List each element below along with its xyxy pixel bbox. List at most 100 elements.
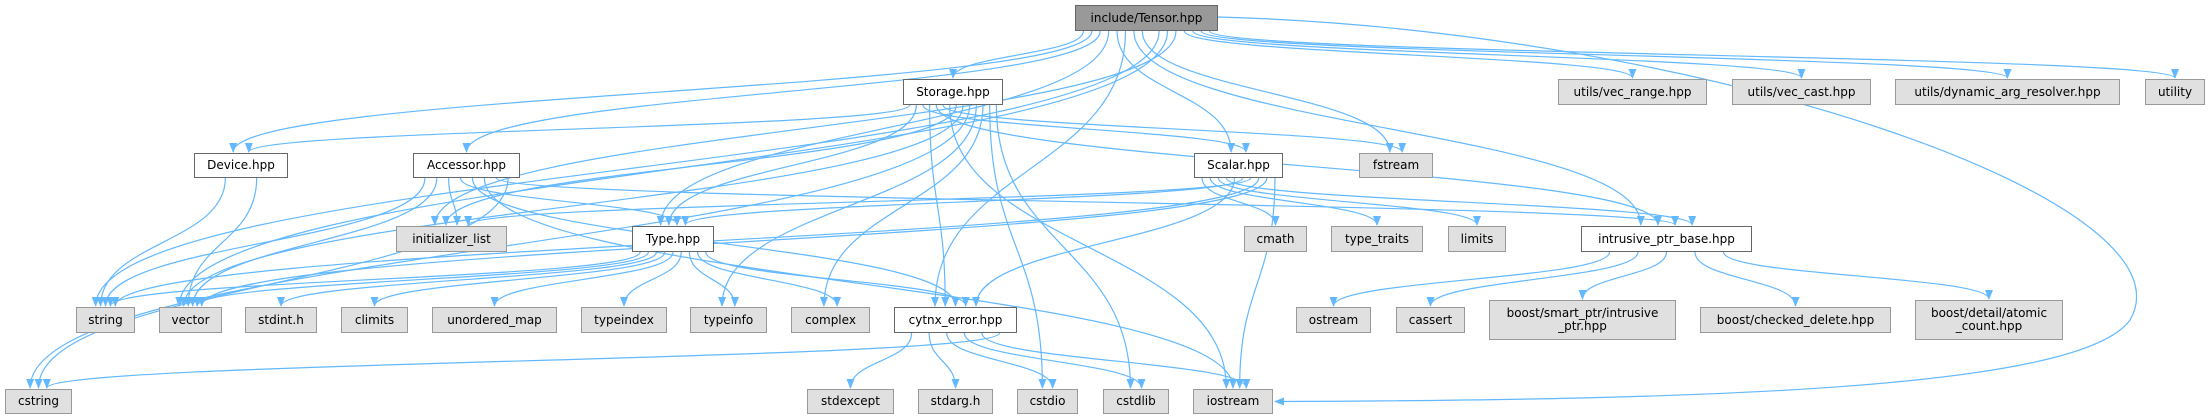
edge-type-to-typeindex	[620, 251, 682, 307]
edge-intrusive-to-atomic-count	[1722, 251, 1993, 300]
edge-intrusive-to-cassert	[1426, 251, 1639, 307]
edge-tensor-to-cytnx-error	[931, 30, 1127, 307]
edge-tensor-to-utility	[1208, 30, 2179, 79]
edge-storage-to-complex	[819, 104, 984, 307]
edge-storage-to-scalar	[922, 104, 1250, 153]
edge-storage-to-type	[664, 104, 917, 226]
node-cmath: cmath	[1244, 226, 1307, 252]
edge-tensor-to-vec-cast	[1192, 30, 1806, 79]
edge-accessor-to-intrusive	[495, 177, 1679, 226]
node-storage[interactable]: Storage.hpp	[903, 79, 1003, 105]
edge-scalar-to-init-list	[464, 177, 1252, 226]
edge-tensor-to-intrusive	[1133, 30, 1645, 226]
node-dyn-arg: utils/dynamic_arg_resolver.hpp	[1895, 79, 2120, 105]
edge-type-to-vector	[193, 251, 649, 307]
node-cytnx-error[interactable]: cytnx_error.hpp	[894, 307, 1017, 333]
edge-scalar-to-intrusive	[1225, 177, 1696, 226]
edge-storage-to-vector	[179, 104, 964, 307]
edge-cytnx-error-to-stdexcept	[846, 332, 913, 389]
node-utility: utility	[2145, 79, 2205, 105]
edge-accessor-to-type	[459, 177, 682, 226]
node-iostream: iostream	[1193, 389, 1273, 414]
edge-intrusive-to-checked-delete	[1694, 251, 1800, 307]
edge-type-to-cytnx-error	[705, 251, 970, 307]
node-cstdio: cstdio	[1017, 389, 1078, 414]
edge-cytnx-error-to-cstdio	[946, 332, 1057, 389]
edge-scalar-to-vector	[197, 177, 1268, 307]
node-fstream: fstream	[1359, 153, 1433, 178]
node-typeindex: typeindex	[581, 307, 667, 333]
edge-type-to-string	[106, 251, 641, 307]
edge-storage-to-fstream	[942, 104, 1406, 153]
node-typeinfo: typeinfo	[690, 307, 767, 333]
edge-tensor-to-accessor	[462, 30, 1101, 153]
edge-storage-to-typeinfo	[718, 104, 977, 307]
edge-accessor-to-string	[101, 177, 426, 307]
edge-intrusive-to-boost-intrusive	[1578, 251, 1668, 300]
edge-scalar-to-type-traits	[1209, 177, 1381, 226]
edge-accessor-to-iostream	[483, 177, 1237, 389]
edge-tensor-to-device	[229, 30, 1093, 153]
edge-scalar-to-iostream	[1235, 177, 1276, 389]
node-tensor[interactable]: include/Tensor.hpp	[1075, 5, 1218, 31]
node-boost-intrusive: boost/smart_ptr/intrusive _ptr.hpp	[1489, 300, 1676, 340]
edge-device-to-vector	[184, 177, 258, 307]
node-unordered-map: unordered_map	[432, 307, 557, 333]
node-string: string	[76, 307, 135, 333]
edge-storage-to-cstdlib	[995, 104, 1135, 389]
edge-cytnx-error-to-cstring	[43, 332, 1001, 389]
edge-tensor-to-vec-range	[1183, 30, 1637, 79]
edge-type-to-climits	[370, 251, 666, 307]
edge-tensor-to-string	[91, 30, 1160, 307]
edge-type-to-complex	[697, 251, 842, 307]
node-climits: climits	[341, 307, 408, 333]
edge-type-to-stdint	[277, 251, 658, 307]
edge-cytnx-error-to-stdarg	[928, 332, 960, 389]
edge-tensor-to-scalar	[1116, 30, 1236, 153]
node-vector: vector	[159, 307, 222, 333]
edge-type-to-typeinfo	[688, 251, 739, 307]
edge-type-to-unordered-map	[490, 251, 674, 307]
node-ostream: ostream	[1296, 307, 1371, 333]
edge-tensor-to-fstream	[1141, 30, 1394, 153]
node-stdint: stdint.h	[245, 307, 317, 333]
edge-tensor-to-dyn-arg	[1200, 30, 2012, 79]
node-complex: complex	[791, 307, 870, 333]
edge-scalar-to-limits	[1217, 177, 1481, 226]
edge-storage-to-init-list	[442, 104, 957, 226]
node-type-traits: type_traits	[1331, 226, 1423, 252]
node-atomic-count: boost/detail/atomic _count.hpp	[1915, 300, 2063, 340]
node-cstdlib: cstdlib	[1103, 389, 1169, 414]
node-cassert: cassert	[1396, 307, 1465, 333]
node-vec-cast: utils/vec_cast.hpp	[1732, 79, 1871, 105]
node-vec-range: utils/vec_range.hpp	[1558, 79, 1707, 105]
edge-device-to-string	[96, 177, 226, 307]
edge-tensor-to-type	[656, 30, 1110, 226]
edge-accessor-to-init-list	[448, 177, 462, 226]
node-checked-delete: boost/checked_delete.hpp	[1700, 307, 1891, 333]
node-stdexcept: stdexcept	[807, 389, 894, 414]
edge-cytnx-error-to-cstdlib	[963, 332, 1146, 389]
node-init-list: initializer_list	[396, 226, 507, 252]
edge-accessor-to-cstring	[34, 177, 509, 389]
node-intrusive[interactable]: intrusive_ptr_base.hpp	[1581, 226, 1752, 252]
edge-cytnx-error-to-iostream	[981, 332, 1251, 389]
node-device[interactable]: Device.hpp	[194, 153, 288, 178]
node-type[interactable]: Type.hpp	[632, 226, 714, 252]
edge-storage-to-intrusive	[935, 104, 1662, 226]
edge-intrusive-to-ostream	[1329, 251, 1611, 307]
edge-storage-to-device	[245, 104, 911, 153]
node-cstring: cstring	[5, 389, 72, 414]
edge-tensor-to-storage	[949, 30, 1085, 79]
node-scalar[interactable]: Scalar.hpp	[1194, 153, 1283, 178]
edge-storage-to-cstdio	[989, 104, 1047, 389]
edge-scalar-to-cytnx-error	[972, 177, 1236, 307]
edge-scalar-to-cmath	[1201, 177, 1280, 226]
edge-tensor-to-iostream	[1217, 16, 2138, 406]
edge-accessor-to-vector	[188, 177, 438, 307]
node-limits: limits	[1448, 226, 1506, 252]
node-accessor[interactable]: Accessor.hpp	[413, 153, 520, 178]
node-stdarg: stdarg.h	[918, 389, 993, 414]
